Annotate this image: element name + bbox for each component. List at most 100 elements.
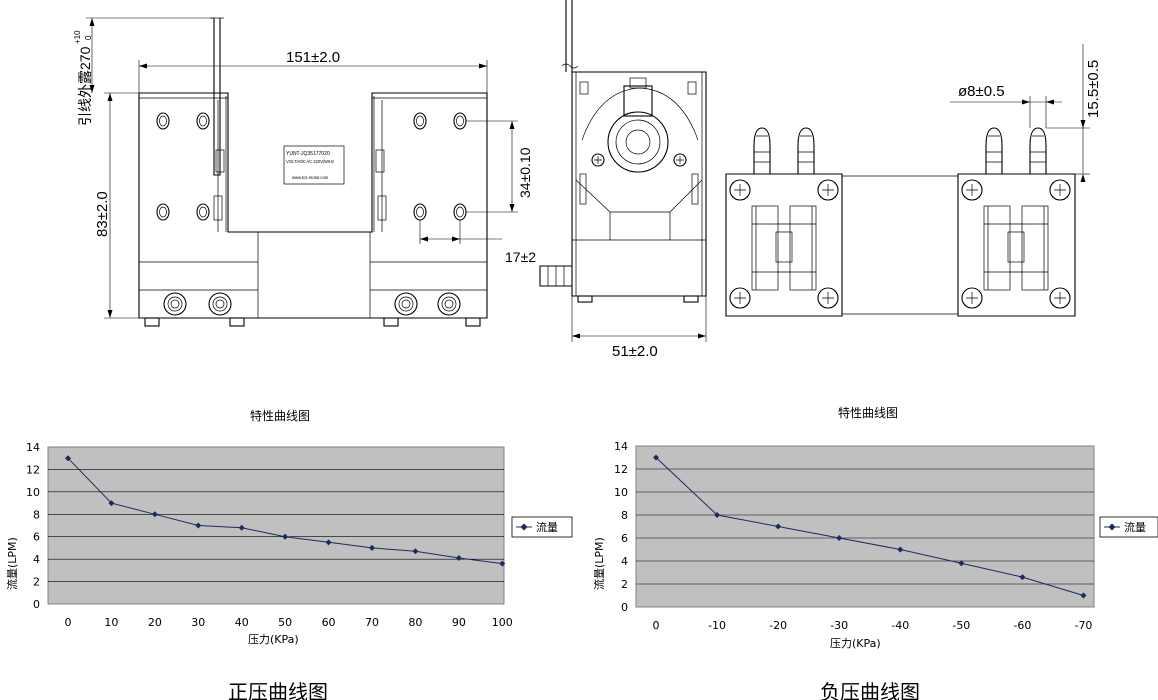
chart1-data-point (836, 535, 843, 541)
chart1-x-tick-label: -60 (1013, 619, 1031, 632)
dim-width-label: 151±2.0 (286, 49, 340, 66)
chart1-plot-area (635, 445, 1095, 608)
chart0-y-tick-label: 12 (26, 463, 40, 476)
chart1-x-tick-label: -10 (708, 619, 726, 632)
chart1-y-tick-label: 12 (614, 463, 628, 476)
chart0-x-tick-label: 0 (65, 616, 72, 629)
chart1-data-point (1080, 592, 1087, 599)
chart1-legend-label: 流量 (1124, 520, 1146, 534)
chart1-data-point (714, 512, 721, 518)
engineering-drawing: YUNT-JQ35177020 VOLTAGE:AC 220V/50Hz www… (73, 0, 1102, 360)
chart1-x-tick-label: -40 (891, 619, 909, 632)
dim-tube-len-label: 15.5±0.5 (1085, 60, 1102, 118)
chart0-data-point (325, 539, 332, 546)
dim-hole-h-label: 17±2 (505, 249, 536, 265)
chart1-y-label: 流量(LPM) (592, 537, 606, 590)
chart0-legend: 流量 (511, 516, 573, 538)
chart1-data-point (1019, 574, 1026, 581)
chart0-x-label: 压力(KPa) (248, 633, 299, 646)
chart0-y-tick-label: 2 (33, 576, 40, 589)
nameplate (283, 145, 345, 185)
chart1-x-tick-label: -30 (830, 619, 848, 632)
front-view: YUNT-JQ35177020 VOLTAGE:AC 220V/50Hz www… (73, 17, 536, 327)
top-view: ø8±0.5 15.5±0.5 (725, 44, 1102, 317)
chart1-x-tick-label: -50 (952, 619, 970, 632)
dim-hole-v-label: 34±0.10 (517, 147, 533, 198)
chart0-y-label: 流量(LPM) (5, 537, 19, 590)
dim-tube-dia-label: ø8±0.5 (958, 83, 1005, 100)
chart1-y-tick-label: 4 (621, 555, 628, 568)
chart0-y-tick-label: 4 (33, 553, 40, 566)
dim-height-label: 83±2.0 (94, 191, 111, 237)
chart0-y-tick-label: 10 (26, 486, 40, 499)
chart0-data-point (499, 560, 506, 567)
chart0-data-point (412, 548, 419, 555)
chart1-data-point (775, 523, 782, 530)
dim-lead-label: 引线外露270 (77, 46, 93, 126)
chart0-y-ticks: 0 2 4 6 8 10 12 14 (26, 441, 40, 611)
chart1-points (653, 454, 1087, 599)
chart0-data-point (108, 500, 115, 507)
chart1-y-tick-label: 6 (621, 532, 628, 545)
chart1-data-point (958, 560, 965, 567)
chart0-legend-label: 流量 (536, 520, 558, 534)
chart1-caption: 负压曲线图 (820, 680, 920, 700)
dim-lead-tol-top: +10 (73, 30, 82, 44)
chart0-x-tick-label: 70 (365, 616, 379, 629)
chart1-y-tick-label: 14 (614, 440, 628, 453)
chart1-x-label: 压力(KPa) (830, 637, 881, 650)
chart1-x-tick-label: -20 (769, 619, 787, 632)
chart1-title: 特性曲线图 (838, 405, 898, 420)
chart0-data-point (238, 524, 245, 531)
chart0-x-ticks: 0 10 20 30 40 50 60 70 80 90 100 (65, 616, 513, 629)
nameplate-line-3: www.tcs-motor.com (292, 175, 329, 180)
chart0-y-tick-label: 6 (33, 531, 40, 544)
chart0-x-tick-label: 50 (278, 616, 292, 629)
chart0-data-point (151, 511, 158, 518)
chart0-data-point (282, 533, 289, 540)
chart0-y-tick-label: 14 (26, 441, 40, 454)
nameplate-line-1: YUNT-JQ35177020 (286, 151, 330, 157)
chart1-x-tick-label: 0 (653, 619, 660, 632)
chart0-x-tick-label: 100 (492, 616, 513, 629)
chart0-x-tick-label: 20 (148, 616, 162, 629)
nameplate-line-2: VOLTAGE:AC 220V/50Hz (286, 159, 334, 164)
chart1-x-ticks: 0 -10 -20 -30 -40 -50 -60 -70 (653, 619, 1093, 632)
tube-nozzles (753, 127, 1047, 174)
chart0-x-tick-label: 40 (235, 616, 249, 629)
side-view: 51±2.0 (539, 0, 707, 360)
chart0-plot-area (47, 446, 505, 605)
chart1-data-point (653, 454, 659, 461)
chart1-y-tick-label: 2 (621, 578, 628, 591)
chart1-y-tick-label: 10 (614, 486, 628, 499)
bottom-ports (163, 292, 461, 316)
chart0-x-tick-label: 10 (104, 616, 118, 629)
chart0-x-tick-label: 80 (408, 616, 422, 629)
chart0-points (65, 455, 506, 567)
chart0-y-tick-label: 0 (33, 598, 40, 611)
chart1-data-point (897, 546, 904, 553)
top-screws (729, 179, 1071, 309)
chart1-y-tick-label: 8 (621, 509, 628, 522)
chart1-x-tick-label: -70 (1074, 619, 1092, 632)
chart0-x-tick-label: 90 (452, 616, 466, 629)
chart1-series-line (655, 457, 1084, 596)
chart0-data-point (65, 455, 71, 462)
chart0-data-point (195, 522, 202, 529)
chart1-legend-marker (1108, 523, 1116, 531)
chart0-x-tick-label: 30 (191, 616, 205, 629)
chart0-caption: 正压曲线图 (228, 680, 328, 700)
chart0-y-tick-label: 8 (33, 508, 40, 521)
dim-depth-label: 51±2.0 (612, 343, 658, 360)
chart0-x-tick-label: 60 (322, 616, 336, 629)
mounting-holes (156, 112, 467, 221)
chart0-legend-marker (520, 523, 528, 531)
dim-lead-tol-bottom: 0 (84, 35, 93, 40)
chart0-title: 特性曲线图 (250, 408, 310, 423)
chart1-grid (636, 468, 1094, 585)
chart0-grid (48, 469, 504, 582)
